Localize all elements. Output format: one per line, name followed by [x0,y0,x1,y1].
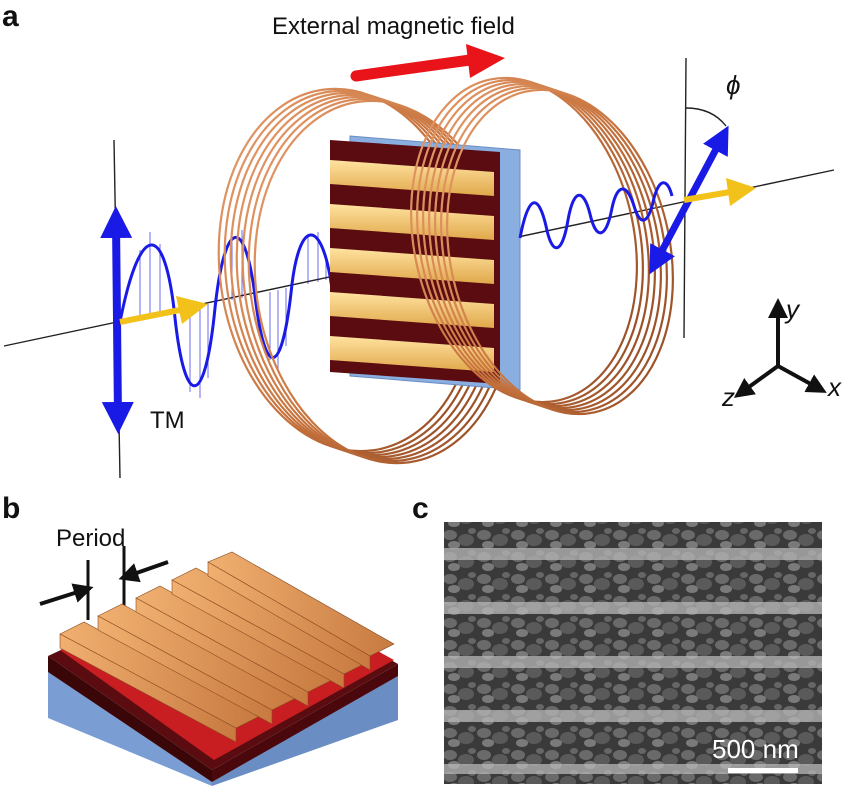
coordinate-axes: y z x [721,294,842,412]
scale-bar [728,768,798,773]
period-label: Period [56,525,125,552]
panel-b-letter: b [2,492,20,525]
transmitted-direction-arrow [683,178,756,206]
period-arrow-right [118,560,169,583]
period-arrow-left [39,583,94,606]
panel-c: c 500 nm [412,492,822,784]
rotation-angle-label: ϕ [726,70,740,100]
panel-a: a External magnetic field T [2,0,842,479]
axis-y-label: y [784,294,801,324]
transmitted-wave [518,181,674,250]
panel-b: b Period [2,492,398,786]
incident-direction-arrow [119,296,208,325]
panel-a-letter: a [2,0,19,33]
axis-z-label: z [721,382,735,412]
right-coil [410,76,674,416]
magnetic-field-arrow [350,44,505,82]
axis-x-label: x [826,372,842,402]
sample-3d [48,551,398,786]
panel-c-letter: c [412,492,429,525]
field-label: External magnetic field [272,13,515,40]
rotation-angle-arc [685,107,727,127]
sem-image: 500 nm [444,522,822,784]
tm-polarization-arrow [100,206,134,434]
grating-sample [330,135,521,391]
tm-label: TM [150,407,185,434]
scale-bar-label: 500 nm [712,734,799,764]
